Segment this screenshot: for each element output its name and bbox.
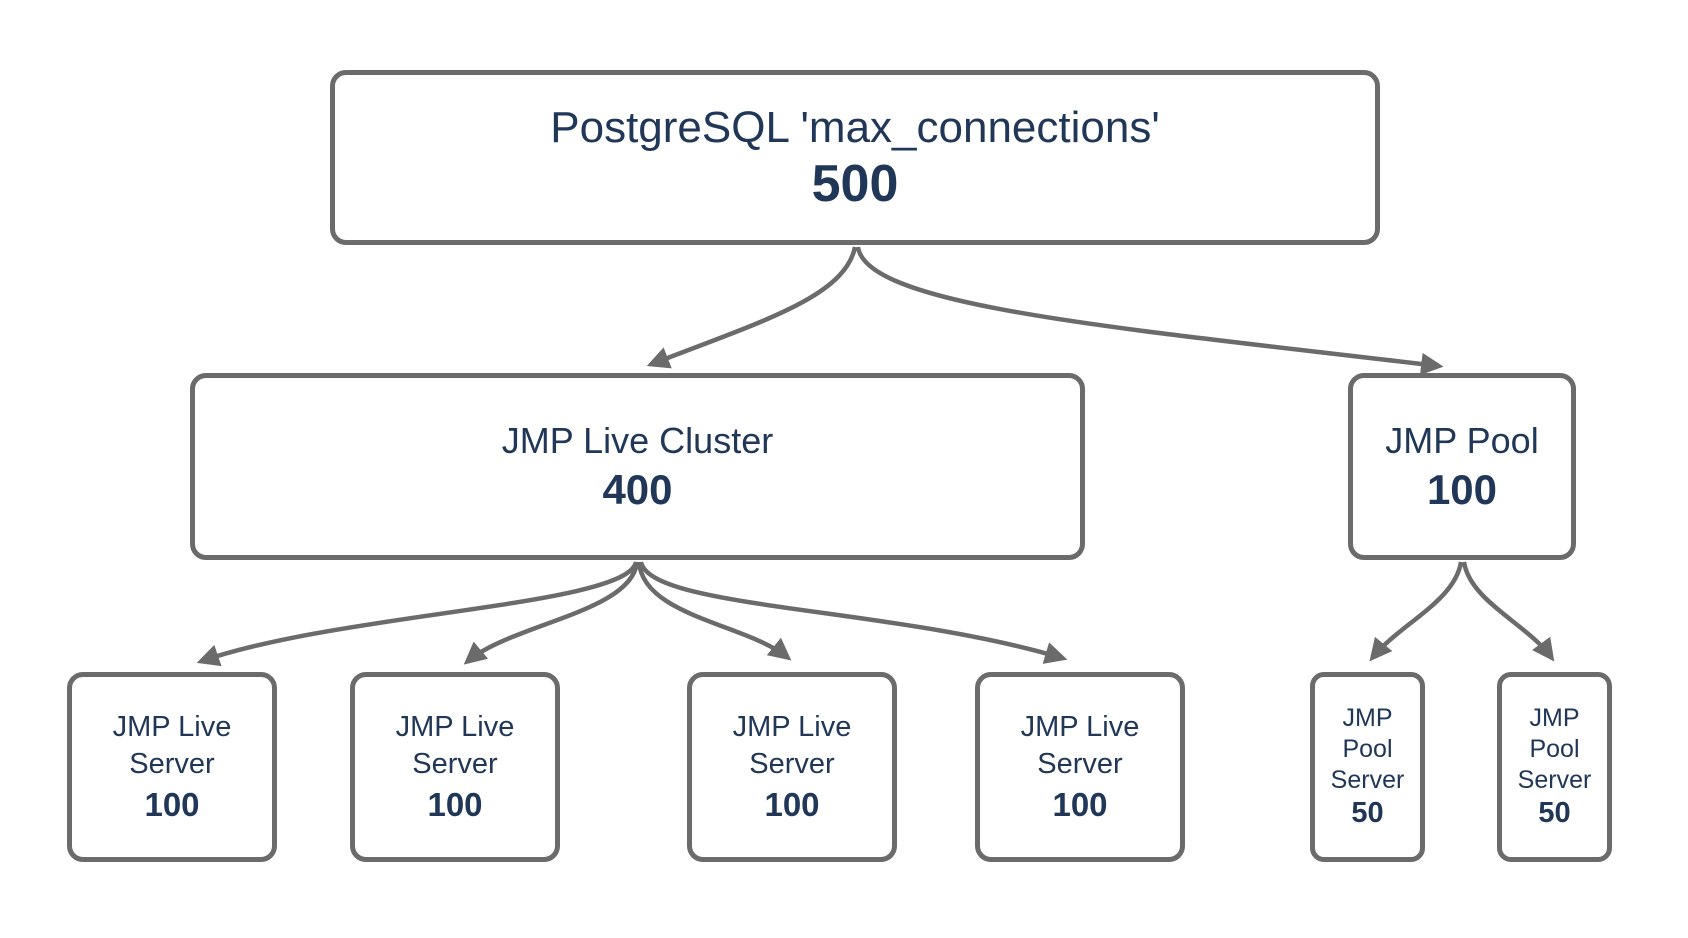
node-value: 100 <box>427 786 483 824</box>
node-label: JMP Live Server <box>395 710 515 781</box>
arrow-pool-to-pool-server-2 <box>1461 561 1555 662</box>
node-jmp-pool-server-2: JMP Pool Server 50 <box>1497 672 1612 862</box>
node-value: 100 <box>144 786 200 824</box>
arrow-cluster-to-live-server-4 <box>638 561 1068 664</box>
node-jmp-live-server-1: JMP Live Server 100 <box>67 672 277 862</box>
node-value: 100 <box>1052 786 1108 824</box>
node-label: JMP Live Cluster <box>501 419 774 461</box>
node-jmp-live-server-4: JMP Live Server 100 <box>975 672 1185 862</box>
node-value: 400 <box>602 465 673 513</box>
node-value: 50 <box>1351 797 1384 830</box>
node-label: JMP Live Server <box>732 710 852 781</box>
node-jmp-pool: JMP Pool 100 <box>1348 373 1576 560</box>
node-label: JMP Pool <box>1385 419 1539 461</box>
node-value: 50 <box>1538 797 1571 830</box>
node-jmp-live-server-2: JMP Live Server 100 <box>350 672 560 862</box>
node-postgresql-max-connections: PostgreSQL 'max_connections' 500 <box>330 70 1380 245</box>
arrow-cluster-to-live-server-2 <box>463 561 640 665</box>
node-value: 100 <box>764 786 820 824</box>
node-jmp-live-cluster: JMP Live Cluster 400 <box>190 373 1085 560</box>
node-label: PostgreSQL 'max_connections' <box>550 103 1160 153</box>
arrow-pool-to-pool-server-1 <box>1369 561 1464 662</box>
node-label: JMP Pool Server <box>1517 703 1592 795</box>
node-jmp-live-server-3: JMP Live Server 100 <box>687 672 897 862</box>
node-label: JMP Pool Server <box>1330 703 1405 795</box>
arrow-root-to-pool <box>855 246 1444 376</box>
node-value: 100 <box>1426 465 1498 513</box>
node-label: JMP Live Server <box>112 710 232 781</box>
arrow-cluster-to-live-server-1 <box>196 561 639 667</box>
node-label: JMP Live Server <box>1020 710 1140 781</box>
node-value: 500 <box>811 155 899 214</box>
arrow-root-to-cluster <box>646 246 858 369</box>
node-jmp-pool-server-1: JMP Pool Server 50 <box>1310 672 1425 862</box>
arrow-cluster-to-live-server-3 <box>636 561 792 661</box>
